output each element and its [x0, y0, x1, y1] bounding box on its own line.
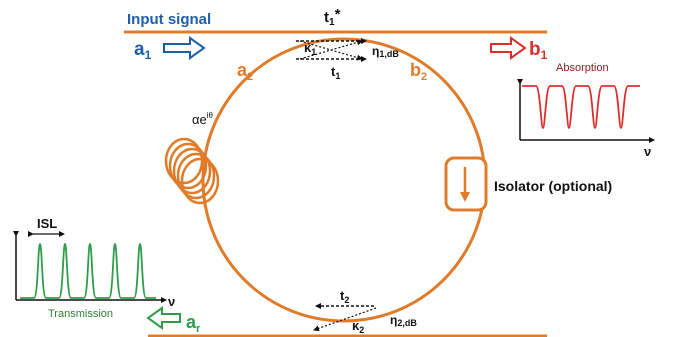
b1-label: b1	[529, 39, 548, 62]
input-signal-label: Input signal	[127, 11, 211, 28]
eta2-label: η2,dB	[390, 313, 417, 328]
kappa2-label: κ2	[352, 318, 364, 335]
ring-resonator	[201, 37, 487, 323]
t1-label: t1	[331, 64, 340, 81]
t1-star-label: t1*	[324, 6, 341, 28]
absorption-label: Absorption	[556, 62, 609, 74]
absorption-curve	[522, 85, 640, 129]
t2-label: t2	[340, 288, 349, 305]
a1-label: a1	[134, 39, 152, 62]
coil-icon	[164, 137, 220, 205]
b1-hollow-right-arrow-icon	[490, 36, 527, 60]
eta1-label: η1,dB	[372, 44, 399, 59]
transmission-nu-label: ν	[168, 294, 175, 309]
transmission-curve	[20, 243, 156, 299]
ar-label: ar	[186, 312, 201, 335]
kappa1-label: κ1	[304, 40, 316, 57]
coupler-1-arrows	[296, 38, 367, 62]
absorption-plot	[517, 79, 655, 143]
b2-label: b2	[410, 60, 427, 83]
isl-label: ISL	[37, 216, 57, 231]
isolator	[444, 156, 488, 212]
coupler-2-arrows	[313, 303, 377, 332]
transmission-label: Transmission	[48, 308, 113, 320]
absorption-nu-label: ν	[644, 144, 651, 159]
ar-hollow-left-arrow-icon	[146, 306, 181, 330]
isolator-label: Isolator (optional)	[494, 178, 612, 194]
a2-label: a2	[237, 60, 253, 83]
loss-label: αeiθ	[192, 111, 214, 127]
a1-hollow-right-arrow-icon	[163, 36, 206, 60]
transmission-plot	[13, 231, 167, 303]
